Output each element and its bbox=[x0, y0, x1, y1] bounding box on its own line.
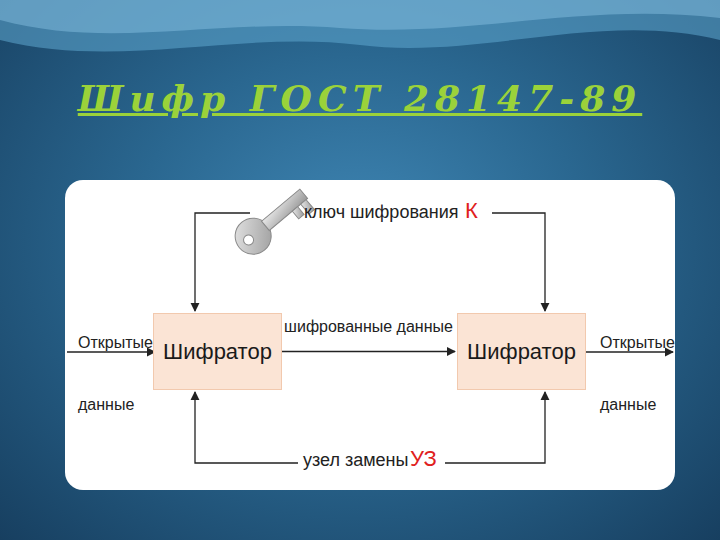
sbox-line bbox=[445, 392, 545, 463]
output-arrow bbox=[584, 351, 673, 352]
sbox-line bbox=[195, 392, 298, 463]
data-arrow bbox=[282, 351, 455, 352]
process-box: Шифратор bbox=[457, 313, 586, 390]
key-label: ключ шифрования bbox=[304, 202, 459, 223]
key-line bbox=[492, 213, 545, 311]
sbox-label: узел замены bbox=[303, 450, 409, 471]
slide-title: Шифр ГОСТ 28147-89 bbox=[40, 76, 680, 120]
key-symbol: К bbox=[465, 198, 478, 224]
input-arrow bbox=[67, 351, 155, 352]
box-label: Шифратор bbox=[163, 339, 272, 365]
sbox-symbol: УЗ bbox=[410, 446, 437, 472]
diagram-panel bbox=[65, 180, 675, 490]
data-label: Открытые данные bbox=[600, 312, 672, 436]
box-label: Шифратор bbox=[467, 339, 576, 365]
key-icon bbox=[228, 180, 316, 262]
data-label: Открытые данные bbox=[78, 312, 158, 436]
edge-label: шифрованные данные bbox=[284, 318, 453, 336]
top-wave bbox=[0, 0, 720, 51]
process-box: Шифратор bbox=[153, 313, 282, 390]
top-wave bbox=[0, 0, 720, 33]
